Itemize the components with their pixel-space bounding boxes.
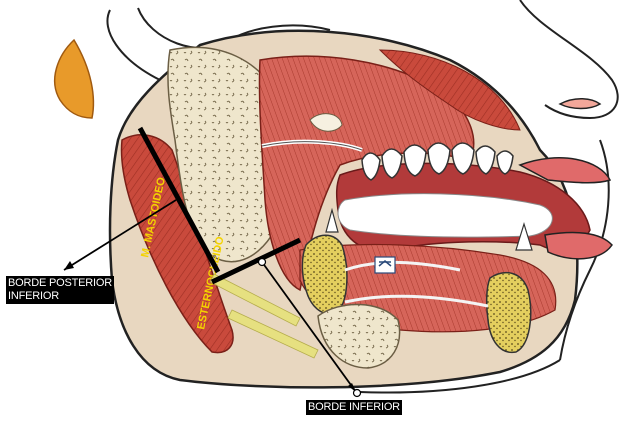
- hair: [55, 40, 94, 118]
- label-borde-posterior-line2: INFERIOR: [8, 290, 112, 303]
- pointer-origin-dot: [259, 259, 266, 266]
- nostril: [560, 99, 600, 109]
- mandible-section-right: [487, 273, 531, 353]
- label-borde-inferior: BORDE INFERIOR: [306, 400, 402, 415]
- small-marker-box: [375, 257, 395, 273]
- label-borde-posterior: BORDE POSTERIOR INFERIOR: [6, 276, 114, 304]
- label-borde-posterior-line1: BORDE POSTERIOR: [8, 277, 112, 290]
- pointer-end-dot: [354, 390, 361, 397]
